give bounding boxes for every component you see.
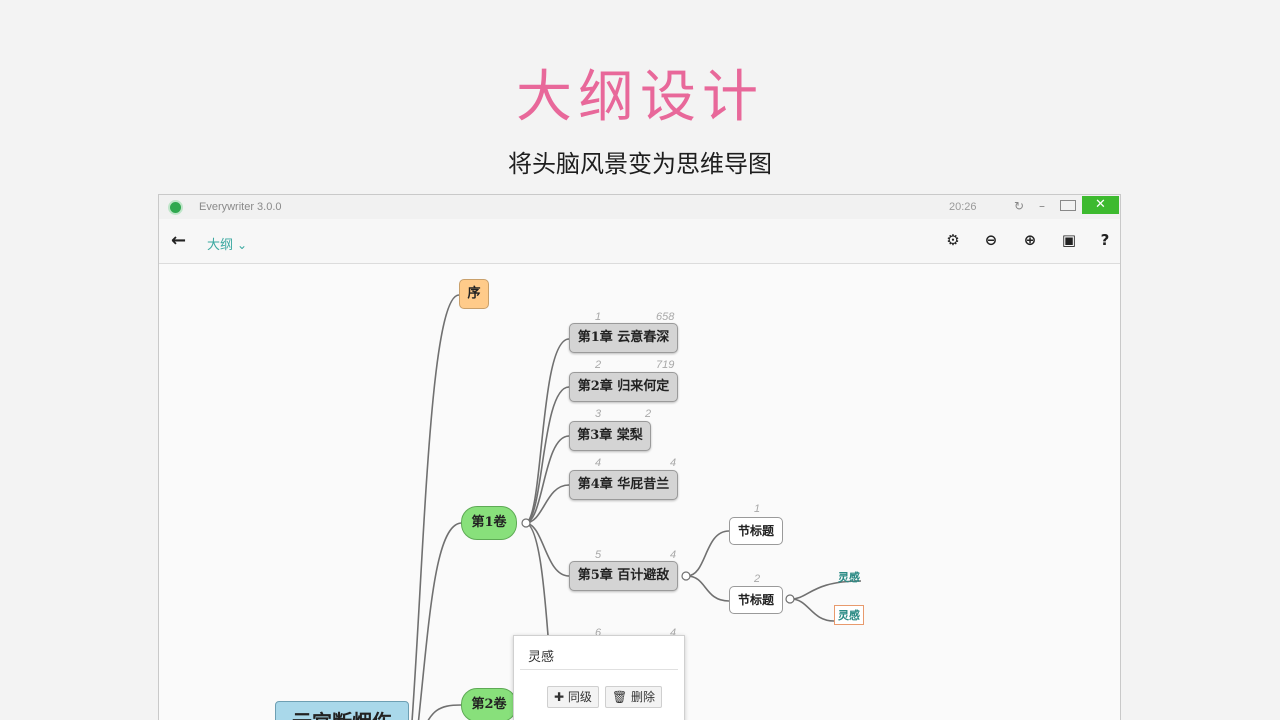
section-index: 2: [754, 573, 761, 585]
maximize-button[interactable]: [1058, 197, 1078, 215]
toolbar: ← 大纲⌄ ⚙ ⊖ ⊕ ▣ ?: [159, 219, 1120, 264]
connector: [524, 435, 570, 524]
expand-toggle: [521, 518, 531, 528]
chapter-node[interactable]: 第5章 百计避敌: [569, 561, 678, 591]
section-index: 1: [754, 503, 761, 515]
chapter-node[interactable]: 第1章 云意春深: [569, 323, 678, 353]
connector: [686, 530, 730, 577]
connector: [427, 704, 462, 720]
connector: [790, 580, 862, 600]
section-node[interactable]: 节标题: [729, 586, 783, 614]
chevron-down-icon: ⌄: [237, 238, 248, 252]
chapter-word-count: 2: [645, 408, 652, 420]
mode-dropdown[interactable]: 大纲⌄: [207, 234, 247, 253]
chapter-word-count: 4: [670, 457, 677, 469]
zoom-in-icon[interactable]: ⊕: [1023, 231, 1037, 249]
titlebar: Everywriter 3.0.0 20:26 ↻ – ✕: [159, 195, 1120, 219]
inspiration-node-selected[interactable]: 灵感: [834, 605, 864, 625]
refresh-icon[interactable]: ↻: [1013, 199, 1025, 213]
delete-button[interactable]: 🗑 删除: [605, 686, 663, 708]
connector: [790, 598, 835, 622]
chapter-word-count: 719: [656, 359, 675, 371]
save-icon[interactable]: ▣: [1061, 231, 1077, 249]
connector: [411, 294, 460, 720]
popup-title: 灵感: [520, 640, 678, 670]
app-logo-icon: [168, 200, 183, 215]
mindmap-connectors: [411, 294, 862, 720]
connector: [524, 338, 570, 524]
connector: [417, 522, 462, 720]
inspiration-node[interactable]: 灵感: [838, 571, 860, 584]
chapter-index: 6: [595, 627, 602, 639]
back-arrow-icon[interactable]: ←: [171, 230, 187, 251]
chapter-index: 4: [595, 457, 602, 469]
connector: [686, 575, 730, 602]
connector: [524, 386, 570, 524]
hero-subtitle: 将头脑风景变为思维导图: [508, 150, 772, 178]
section-node[interactable]: 节标题: [729, 517, 783, 545]
connector: [524, 522, 570, 577]
expand-toggle: [681, 571, 691, 581]
expand-toggle: [785, 594, 795, 604]
chapter-index: 5: [595, 549, 602, 561]
chapter-word-count: 658: [656, 311, 675, 323]
preface-node[interactable]: 序: [459, 279, 489, 309]
volume-node[interactable]: 第2卷: [461, 688, 517, 720]
gear-icon[interactable]: ⚙: [946, 231, 960, 249]
chapter-index: 1: [595, 311, 602, 323]
chapter-index: 2: [595, 359, 602, 371]
app-name: Everywriter 3.0.0: [199, 201, 282, 213]
chapter-word-count: 4: [670, 549, 677, 561]
clock: 20:26: [949, 201, 977, 213]
minimize-button[interactable]: –: [1039, 199, 1045, 213]
chapter-node[interactable]: 第4章 华屁昔兰: [569, 470, 678, 500]
root-node[interactable]: 云宫断烟伤: [275, 701, 409, 720]
chapter-word-count: 4: [670, 627, 677, 639]
close-button[interactable]: ✕: [1082, 196, 1119, 214]
chapter-node[interactable]: 第3章 棠梨: [569, 421, 651, 451]
volume-node[interactable]: 第1卷: [461, 506, 517, 540]
app-window: Everywriter 3.0.0 20:26 ↻ – ✕ ← 大纲⌄ ⚙ ⊖ …: [158, 194, 1121, 720]
hero-title: 大纲设计: [516, 65, 764, 130]
mindmap-canvas[interactable]: 序 1 658 第1章 云意春深 2 719 第2章 归来何定 3 2 第3章 …: [159, 265, 1120, 720]
maximize-icon: [1060, 200, 1076, 211]
add-sibling-button[interactable]: ✚ 同级: [547, 686, 599, 708]
mode-label: 大纲: [207, 238, 234, 253]
chapter-index: 3: [595, 408, 602, 420]
zoom-out-icon[interactable]: ⊖: [984, 231, 998, 249]
node-context-popup: 灵感 ✚ 同级 🗑 删除: [513, 635, 685, 720]
chapter-node[interactable]: 第2章 归来何定: [569, 372, 678, 402]
help-icon[interactable]: ?: [1100, 231, 1110, 249]
